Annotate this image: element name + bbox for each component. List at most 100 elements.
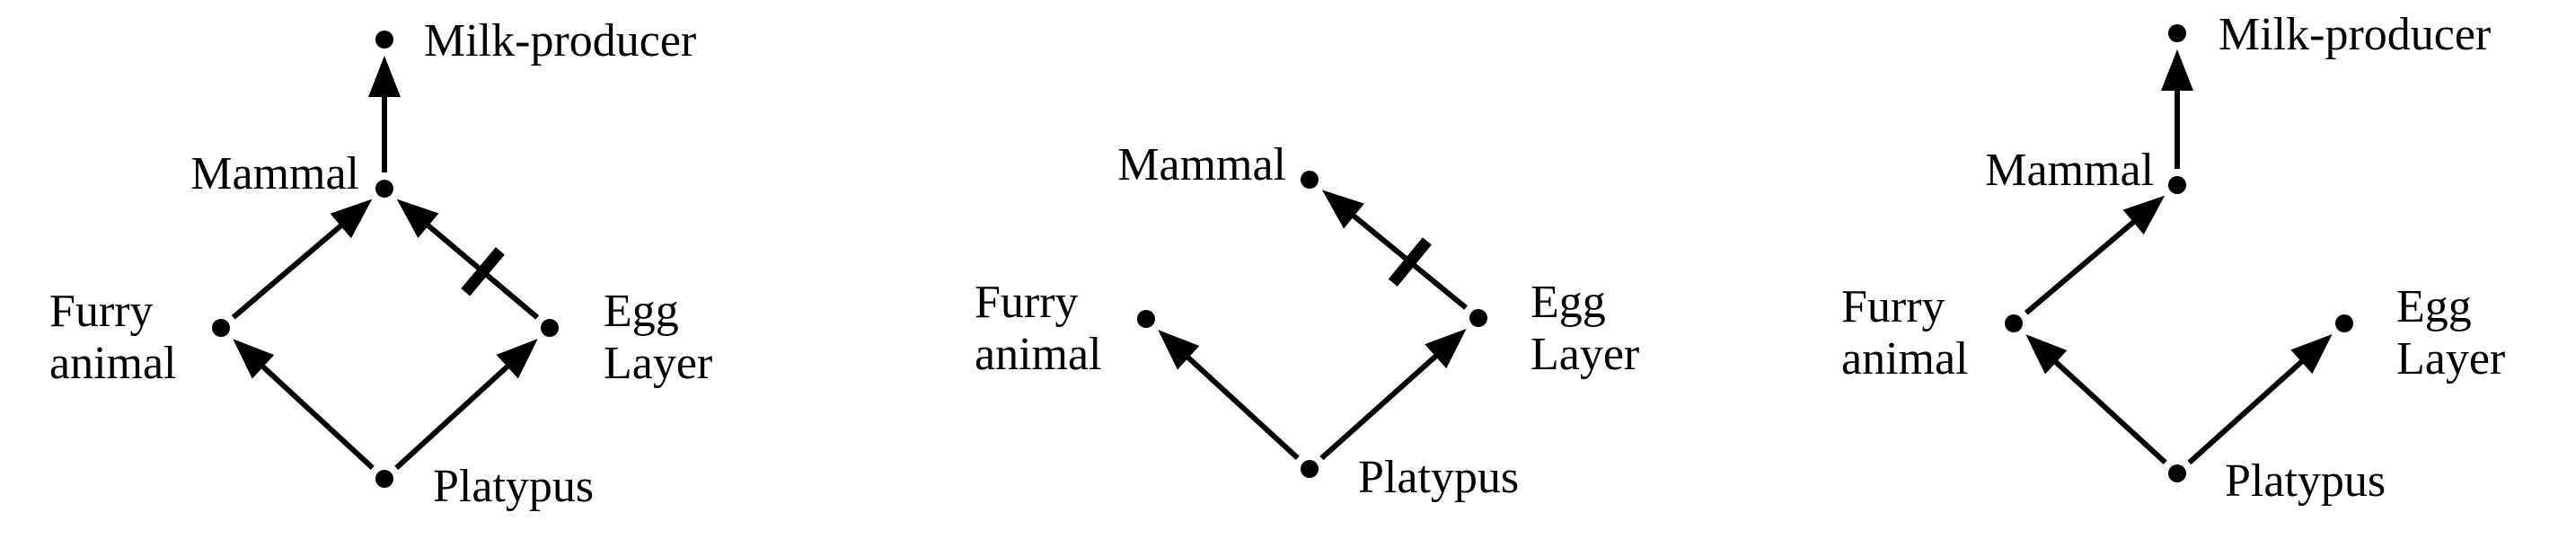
node-platypus: Platypus	[2168, 455, 2386, 507]
node-dot	[1301, 171, 1319, 189]
node-dot	[212, 319, 230, 337]
node-label-line: Egg	[1531, 277, 1606, 328]
node-label-line: Furry	[1841, 281, 1945, 332]
edge-line	[231, 221, 346, 320]
arrowhead	[496, 339, 538, 379]
node-label-line: Layer	[2396, 333, 2505, 384]
node-label-line: Mammal	[190, 148, 359, 199]
node-dot	[1137, 310, 1155, 328]
edge-mammal-to-milk	[368, 56, 401, 172]
node-label-line: Mammal	[1117, 139, 1286, 190]
edge-platypus-to-egg	[1319, 328, 1467, 461]
arrowhead	[2025, 334, 2068, 375]
node-milk: Milk-producer	[2168, 9, 2491, 60]
node-label-line: Layer	[1531, 329, 1639, 380]
arrowhead	[233, 339, 275, 379]
edge-furry-to-mammal	[231, 199, 373, 320]
arrowhead	[2290, 334, 2333, 375]
node-dot	[375, 470, 393, 488]
edge-mammal-to-milk	[2161, 49, 2193, 169]
node-dot	[2005, 314, 2023, 332]
node-dot	[375, 31, 393, 49]
edge-line	[2024, 217, 2139, 315]
edge-line	[1184, 353, 1300, 461]
arrowhead	[1425, 328, 1467, 369]
arrowhead	[396, 199, 439, 238]
arrowhead	[1321, 190, 1364, 229]
arrowhead	[2122, 195, 2166, 235]
node-dot	[375, 180, 393, 198]
edge-egg-to-mammal	[1321, 190, 1468, 310]
node-label: Milk-producer	[2219, 9, 2491, 60]
node-label-line: Egg	[2396, 281, 2472, 332]
edge-furry-to-mammal	[2024, 195, 2166, 315]
node-mammal: Mammal	[1985, 145, 2186, 196]
arrowhead	[330, 199, 373, 239]
node-label-line: animal	[975, 329, 1102, 380]
node-dot	[2168, 176, 2186, 194]
edge-platypus-to-egg	[394, 339, 538, 471]
arrowhead	[368, 56, 401, 97]
negation-bar	[1388, 237, 1432, 287]
node-label-line: Milk-producer	[2219, 9, 2491, 60]
node-label: Platypus	[1358, 452, 1519, 503]
node-label: Mammal	[1117, 139, 1286, 190]
edge-platypus-to-egg	[2187, 334, 2333, 465]
edge-platypus-to-furry	[233, 339, 375, 470]
node-label-line: Platypus	[1358, 452, 1519, 503]
edge-platypus-to-furry	[1158, 330, 1300, 461]
node-label: Platypus	[2225, 455, 2386, 507]
node-label: Platypus	[433, 461, 594, 512]
node-label: Mammal	[190, 148, 359, 199]
node-label-line: Milk-producer	[424, 15, 696, 66]
node-dot	[1469, 309, 1487, 327]
node-milk: Milk-producer	[375, 15, 696, 66]
node-dot	[2335, 314, 2353, 332]
node-label-line: Layer	[604, 338, 712, 389]
edge-egg-to-mammal	[396, 199, 540, 320]
node-platypus: Platypus	[1301, 452, 1519, 503]
node-label-line: Platypus	[433, 461, 594, 512]
edge-line	[394, 362, 512, 471]
node-label-line: Egg	[604, 286, 679, 337]
node-dot	[2168, 24, 2186, 42]
node-dot	[541, 319, 559, 337]
node-label-line: Mammal	[1985, 145, 2154, 196]
node-label-line: animal	[49, 338, 177, 389]
node-label-line: animal	[1841, 333, 1969, 384]
node-label-line: Platypus	[2225, 455, 2386, 507]
node-label: Milk-producer	[424, 15, 696, 66]
edge-line	[2051, 358, 2167, 465]
negation-bar	[461, 247, 505, 296]
node-mammal: Mammal	[1117, 139, 1319, 190]
arrowhead	[1158, 330, 1200, 370]
node-platypus: Platypus	[375, 461, 594, 512]
edge-line	[2187, 357, 2307, 465]
edge-line	[259, 362, 375, 470]
edge-platypus-to-furry	[2025, 334, 2167, 465]
edge-line	[1319, 351, 1441, 461]
arrowhead	[2161, 49, 2193, 91]
node-dot	[2168, 464, 2186, 482]
node-label-line: Furry	[975, 277, 1079, 328]
node-mammal: Mammal	[190, 148, 393, 199]
node-label: Mammal	[1985, 145, 2154, 196]
node-dot	[1301, 460, 1319, 478]
node-label-line: Furry	[49, 286, 154, 337]
